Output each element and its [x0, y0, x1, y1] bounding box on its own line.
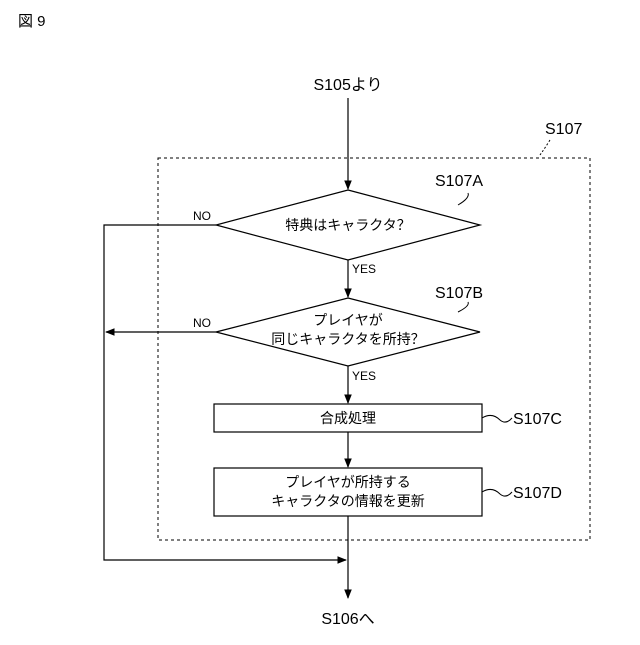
decision-a-leader — [458, 193, 468, 205]
group-leader-line — [540, 140, 550, 155]
process-c-step-label: S107C — [513, 411, 562, 428]
figure-label: 図 9 — [18, 13, 46, 30]
process-d-text-line2: キャラクタの情報を更新 — [271, 493, 424, 509]
decision-b-leader — [458, 302, 468, 312]
decision-a-step-label: S107A — [435, 173, 483, 190]
process-d-text-line1: プレイヤが所持する — [285, 474, 411, 490]
decision-b-text-line2: 同じキャラクタを所持？ — [271, 331, 424, 347]
decision-b-text-line1: プレイヤが — [313, 312, 383, 328]
exit-label: S106へ — [321, 611, 374, 628]
decision-a-no-label: NO — [193, 209, 211, 223]
decision-b-yes-label: YES — [352, 369, 376, 383]
group-label: S107 — [545, 121, 582, 138]
decision-b-no-label: NO — [193, 316, 211, 330]
process-c-text: 合成処理 — [320, 410, 376, 426]
process-c-leader — [482, 415, 512, 422]
entry-label: S105より — [313, 77, 382, 94]
decision-b-step-label: S107B — [435, 285, 483, 302]
process-d-leader — [482, 489, 512, 496]
decision-a-yes-label: YES — [352, 262, 376, 276]
process-d-step-label: S107D — [513, 485, 562, 502]
decision-a-text: 特典はキャラクタ？ — [285, 217, 410, 233]
